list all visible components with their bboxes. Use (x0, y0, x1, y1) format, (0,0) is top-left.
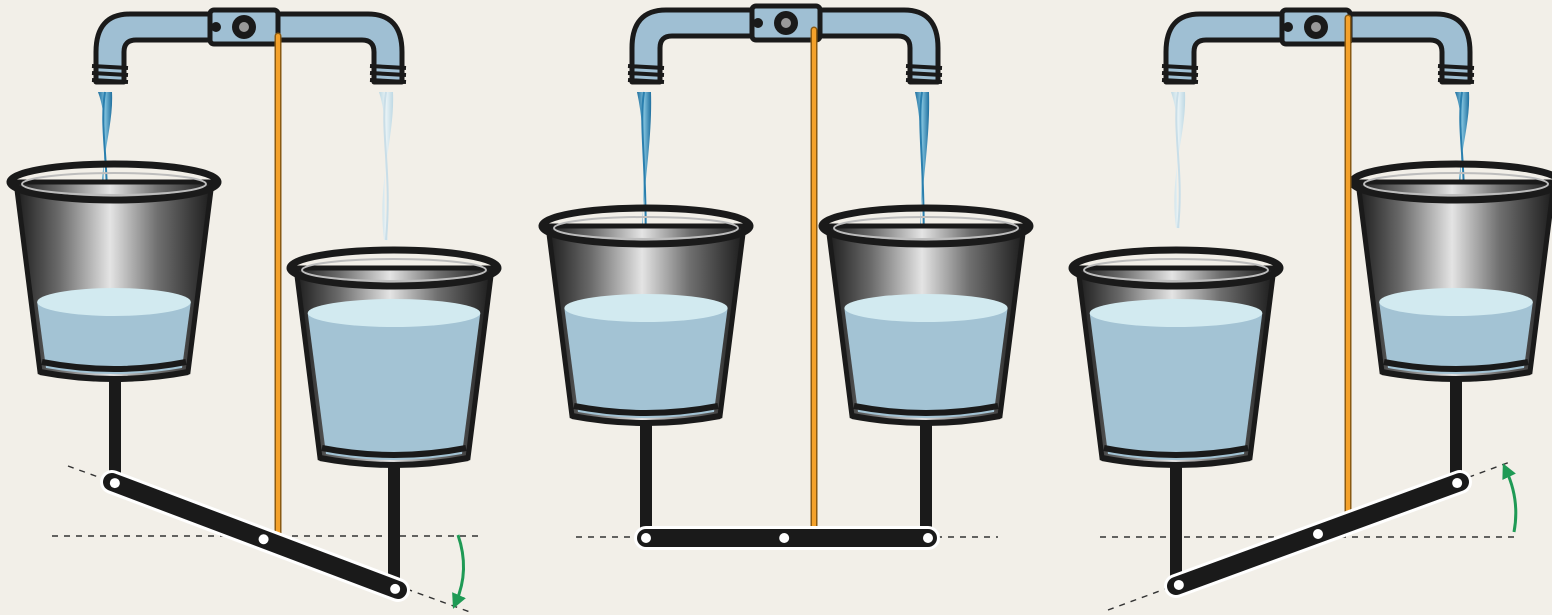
water-surface (37, 288, 191, 316)
lever-pivot-pin (259, 534, 269, 544)
lever (1174, 478, 1462, 590)
panel-1-left-high (10, 10, 498, 612)
right-water-stream (379, 92, 393, 240)
lever-pivot-pin (1313, 529, 1323, 539)
bucket-water (308, 313, 481, 460)
bucket-water (844, 308, 1007, 418)
water-surface (1379, 288, 1533, 316)
left-water-stream (1171, 92, 1185, 228)
bucket-water (1090, 313, 1263, 460)
lever-pivot-pin (390, 584, 400, 594)
panel-2-balanced (542, 6, 1030, 543)
rotation-arrow-down-icon (456, 535, 464, 602)
right-bucket (822, 208, 1030, 423)
left-bucket (10, 164, 218, 379)
left-bucket (1072, 250, 1280, 465)
right-bucket-post (388, 460, 400, 584)
lever-pivot-pin (641, 533, 651, 543)
right-bucket (1352, 164, 1552, 379)
right-bucket (290, 250, 498, 465)
rotation-arrow-up-icon (1506, 470, 1516, 532)
lever-pivot-pin (779, 533, 789, 543)
lever-pivot-pin (1174, 580, 1184, 590)
water-surface (844, 294, 1007, 322)
right-bucket-post (1450, 378, 1462, 484)
water-surface (1090, 299, 1263, 327)
left-bucket-post (109, 378, 121, 486)
left-bucket (542, 208, 750, 423)
lever-pivot-pin (1452, 478, 1462, 488)
lever-pivot-pin (923, 533, 933, 543)
water-surface (564, 294, 727, 322)
right-bucket-post (920, 414, 932, 530)
left-bucket-post (640, 414, 652, 530)
lever (641, 533, 933, 543)
valve-knob-hub (239, 22, 249, 32)
panel-3-right-high (1072, 10, 1552, 610)
faucet (628, 6, 942, 82)
left-bucket-post (1170, 458, 1182, 584)
valve-knob-hub (1311, 22, 1321, 32)
faucet (92, 10, 406, 82)
faucet (1162, 10, 1474, 82)
bucket-water (564, 308, 727, 418)
lever-pivot-pin (110, 478, 120, 488)
water-surface (308, 299, 481, 327)
valve-knob-hub (781, 18, 791, 28)
